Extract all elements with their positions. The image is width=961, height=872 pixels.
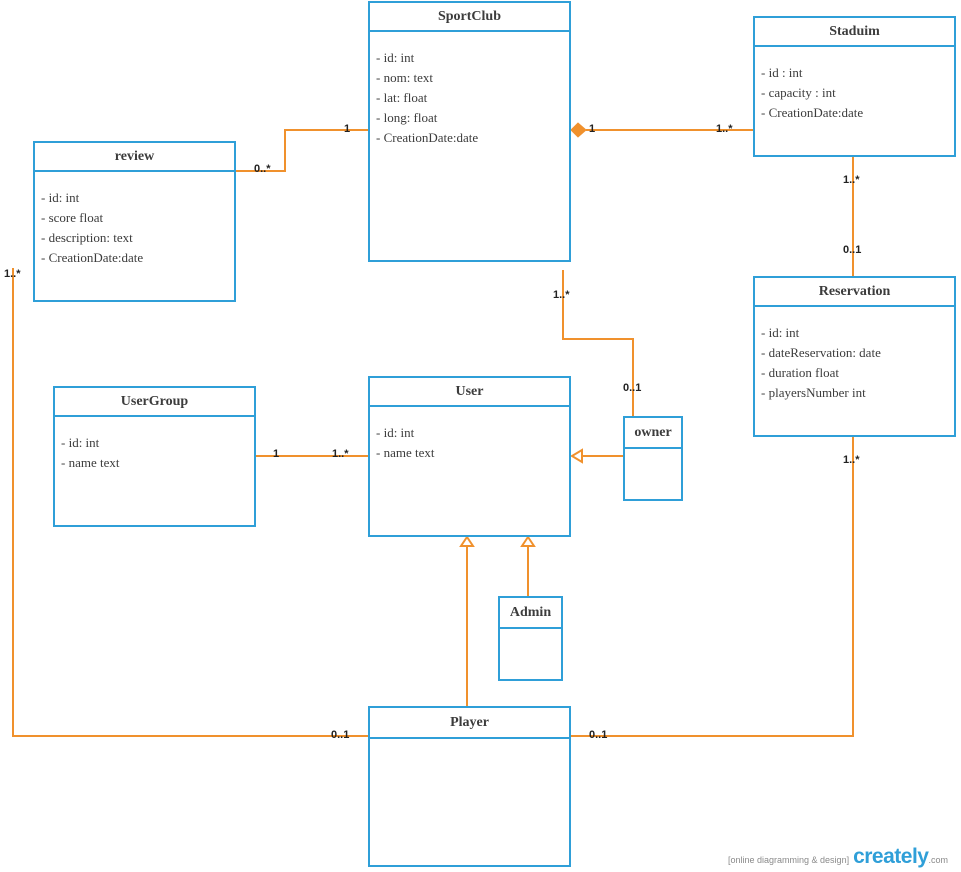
- attribute-list: - id: int - score float - description: t…: [35, 172, 234, 268]
- attribute: - id: int: [761, 325, 800, 340]
- creately-logo-suffix: .com: [928, 855, 948, 865]
- creately-watermark: [online diagramming & design] creately .…: [728, 845, 948, 869]
- class-title: User: [370, 378, 569, 407]
- class-owner[interactable]: owner: [623, 416, 683, 501]
- class-title: Reservation: [755, 278, 954, 307]
- class-title: Admin: [500, 598, 561, 629]
- creately-logo: creately: [853, 845, 929, 868]
- multiplicity-label: 1..*: [716, 123, 733, 135]
- attribute-list: - id: int - nom: text - lat: float - lon…: [370, 32, 569, 148]
- attribute-list: - id : int - capacity : int - CreationDa…: [755, 47, 954, 123]
- composition-diamond: [570, 122, 587, 138]
- attribute-list: - id: int - dateReservation: date - dura…: [755, 307, 954, 403]
- class-title: UserGroup: [55, 388, 254, 417]
- attribute: - duration float: [761, 365, 839, 380]
- multiplicity-label: 0..1: [843, 244, 862, 256]
- attribute: - CreationDate:date: [41, 250, 144, 265]
- attribute: - capacity : int: [761, 85, 836, 100]
- generalization-arrowhead-player: [459, 535, 475, 547]
- attribute: - long: float: [376, 110, 438, 125]
- attribute: - nom: text: [376, 70, 434, 85]
- class-user[interactable]: User - id: int - name text: [368, 376, 571, 537]
- attribute: - CreationDate:date: [761, 105, 864, 120]
- multiplicity-label: 1..*: [553, 289, 570, 301]
- generalization-arrowhead-admin: [520, 535, 536, 547]
- multiplicity-label: 0..1: [623, 382, 642, 394]
- attribute: - lat: float: [376, 90, 428, 105]
- attribute: - playersNumber int: [761, 385, 866, 400]
- association-review-sportclub: [236, 129, 368, 172]
- association-review-player: [12, 268, 368, 737]
- class-stadium[interactable]: Staduim - id : int - capacity : int - Cr…: [753, 16, 956, 157]
- attribute: - score float: [41, 210, 104, 225]
- attribute: - dateReservation: date: [761, 345, 881, 360]
- class-player[interactable]: Player: [368, 706, 571, 867]
- multiplicity-label: 1: [273, 448, 280, 460]
- attribute-list: - id: int - name text: [370, 407, 569, 463]
- attribute: - id: int: [376, 50, 415, 65]
- multiplicity-label: 1..*: [4, 268, 21, 280]
- attribute: - CreationDate:date: [376, 130, 479, 145]
- class-title: review: [35, 143, 234, 172]
- class-title: owner: [625, 418, 681, 449]
- class-reservation[interactable]: Reservation - id: int - dateReservation:…: [753, 276, 956, 437]
- multiplicity-label: 1..*: [843, 174, 860, 186]
- attribute: - id: int: [61, 435, 100, 450]
- multiplicity-label: 1: [589, 123, 596, 135]
- multiplicity-label: 0..1: [589, 729, 608, 741]
- class-usergroup[interactable]: UserGroup - id: int - name text: [53, 386, 256, 527]
- class-title: SportClub: [370, 3, 569, 32]
- multiplicity-label: 1..*: [843, 454, 860, 466]
- attribute: - name text: [61, 455, 120, 470]
- multiplicity-label: 1: [344, 123, 351, 135]
- attribute: - id : int: [761, 65, 803, 80]
- attribute-list: - id: int - name text: [55, 417, 254, 473]
- attribute: - id: int: [376, 425, 415, 440]
- class-review[interactable]: review - id: int - score float - descrip…: [33, 141, 236, 302]
- footer-tagline: [online diagramming & design]: [728, 855, 850, 865]
- class-title: Player: [370, 708, 569, 739]
- multiplicity-label: 1..*: [332, 448, 349, 460]
- association-reservation-player: [571, 437, 854, 737]
- multiplicity-label: 0..*: [254, 163, 271, 175]
- multiplicity-label: 0..1: [331, 729, 350, 741]
- class-title: Staduim: [755, 18, 954, 47]
- generalization-arrowhead-owner: [570, 448, 583, 464]
- class-sportclub[interactable]: SportClub - id: int - nom: text - lat: f…: [368, 1, 571, 262]
- attribute: - description: text: [41, 230, 133, 245]
- attribute: - id: int: [41, 190, 80, 205]
- attribute: - name text: [376, 445, 435, 460]
- association-sportclub-owner: [562, 270, 634, 416]
- class-admin[interactable]: Admin: [498, 596, 563, 681]
